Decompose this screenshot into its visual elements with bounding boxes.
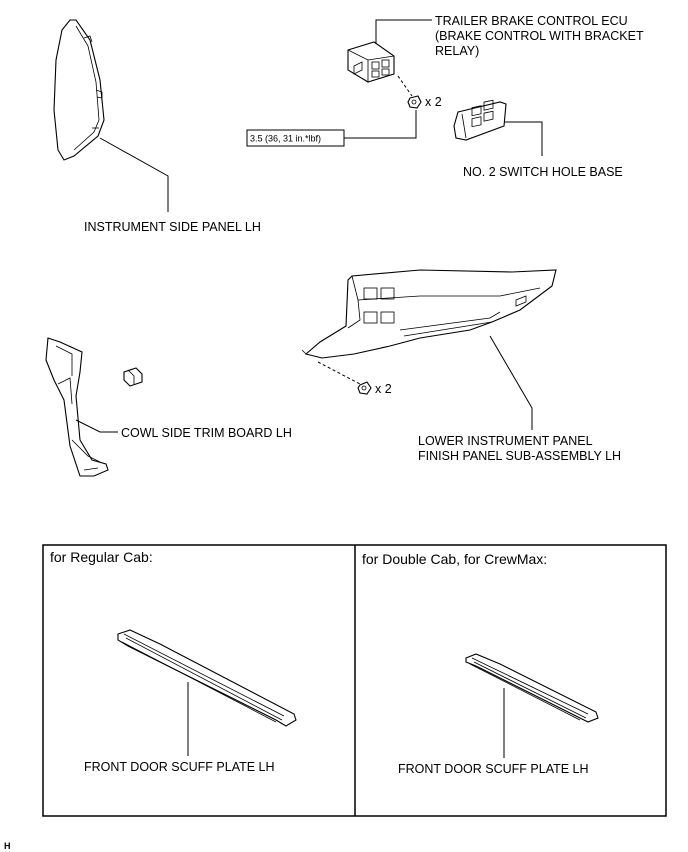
double-cab-scuff-plate-illustration [465,653,599,723]
lower-finish-panel-illustration [301,269,557,359]
torque-leader-line [344,110,417,139]
ecu-label-line-3: RELAY) [435,44,479,58]
ecu-label-line-2: (BRAKE CONTROL WITH BRACKET [435,29,644,43]
ecu-label-line-1: TRAILER BRAKE CONTROL ECU [435,14,628,28]
finish-panel-screw-icon [357,381,372,395]
torque-spec-box [246,129,345,147]
finish-panel-leader-line [489,335,533,430]
double-cab-heading: for Double Cab, for CrewMax: [362,551,547,567]
regular-cab-scuff-plate-illustration [117,629,297,727]
regular-cab-part-label: FRONT DOOR SCUFF PLATE LH [84,760,275,774]
cowl-side-trim-illustration [45,337,109,477]
instrument-side-panel-illustration [53,19,105,161]
side-panel-leader-line [99,137,169,212]
side-panel-label: INSTRUMENT SIDE PANEL LH [84,220,261,234]
trailer-brake-ecu-illustration [347,41,395,83]
ecu-screw-path [397,75,413,97]
clip-icon [123,367,143,387]
cowl-trim-label: COWL SIDE TRIM BOARD LH [121,426,292,440]
finish-panel-screw-path [317,361,361,385]
finish-panel-screw-quantity: x 2 [375,382,392,396]
torque-spec-value: 3.5 (36, 31 in.*lbf) [250,134,321,144]
illustration-code: H [4,841,11,851]
ecu-screw-quantity: x 2 [425,95,442,109]
ecu-leader-line [375,19,432,44]
regular-cab-heading: for Regular Cab: [50,549,153,565]
ecu-screw-icon [407,95,422,109]
cowl-trim-leader-line [75,419,118,433]
switch-base-label: NO. 2 SWITCH HOLE BASE [463,165,623,179]
finish-panel-label-line-1: LOWER INSTRUMENT PANEL [418,434,593,448]
finish-panel-label-line-2: FINISH PANEL SUB-ASSEMBLY LH [418,449,621,463]
switch-hole-base-illustration [453,99,507,141]
switch-base-leader-line [504,121,543,156]
double-cab-part-label: FRONT DOOR SCUFF PLATE LH [398,762,589,776]
